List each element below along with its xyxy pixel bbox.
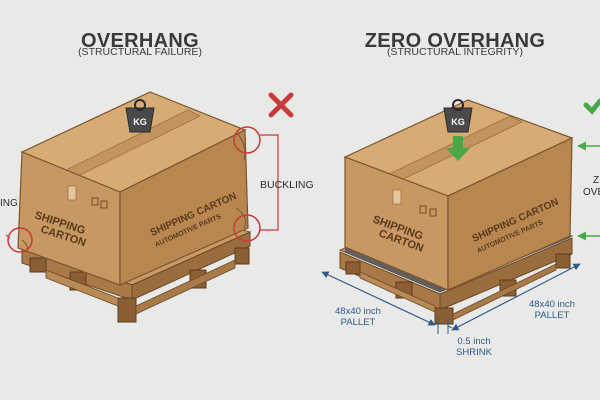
right-edge-label-1: Z [593, 175, 599, 186]
pallet-dim-right-1: 48x40 inch [529, 299, 575, 310]
right-edge-label-2: OVE [583, 187, 600, 198]
pallet-dim-right-2: PALLET [535, 310, 570, 321]
pallet-dim-left-2: PALLET [341, 317, 376, 328]
weight-icon-right: KG [443, 99, 473, 133]
fail-x-icon [268, 92, 294, 118]
down-arrow-icon [446, 136, 470, 161]
weight-label-left: KG [133, 117, 147, 127]
left-carton: SHIPPING CARTON SHIPPING CARTON AUTOMOTI… [17, 91, 249, 286]
check-icon [583, 98, 600, 115]
overhang-title: OVERHANG [81, 30, 199, 52]
weight-icon-left: KG [125, 99, 155, 133]
zero-overhang-subtitle: (STRUCTURAL INTEGRITY) [386, 46, 524, 58]
dimension-lines [321, 263, 581, 334]
shrink-dim-2: SHRINK [456, 347, 493, 358]
shrink-dim-1: 0.5 inch [457, 336, 490, 347]
left-edge-label: ING [0, 198, 18, 209]
pallet-dim-left-1: 48x40 inch [335, 306, 381, 317]
zero-overhang-title: ZERO OVERHANG [364, 30, 546, 52]
buckling-label: BUCKLING [260, 179, 314, 191]
overhang-subtitle: (STRUCTURAL FAILURE) [78, 46, 202, 58]
weight-label-right: KG [451, 117, 465, 127]
buckling-markers [5, 126, 279, 253]
